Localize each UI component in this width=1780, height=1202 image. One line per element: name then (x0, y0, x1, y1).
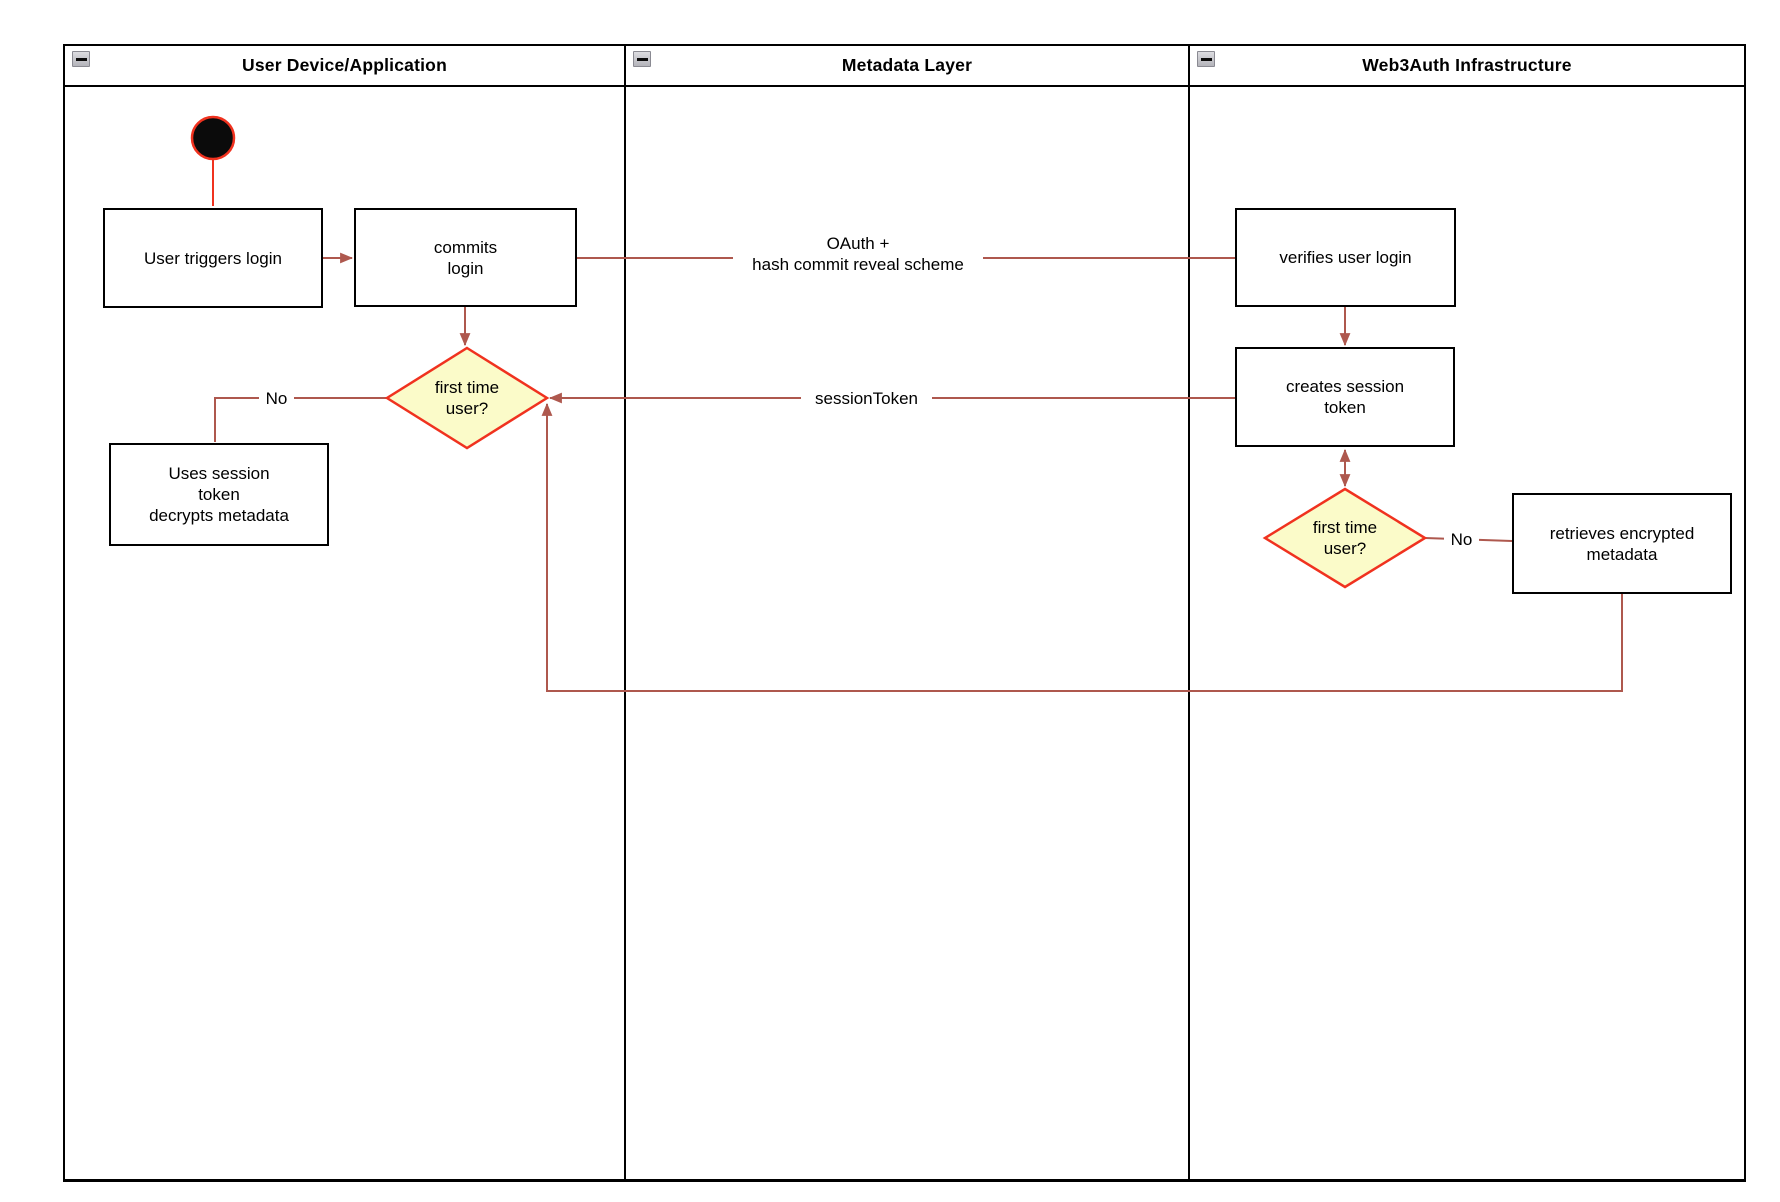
lane-header-metadata-layer[interactable]: Metadata Layer (626, 46, 1188, 87)
edge-retrieves-to-decision-feedback[interactable] (541, 402, 1623, 692)
lane-header-user-device[interactable]: User Device/Application (65, 46, 624, 87)
node-retrieves-encrypted-metadata[interactable]: retrieves encrypted metadata (1512, 493, 1732, 594)
lane-title: Web3Auth Infrastructure (1362, 55, 1572, 75)
edge-label-no-right[interactable]: No (1444, 529, 1479, 550)
node-commits-login[interactable]: commits login (354, 208, 577, 307)
node-verifies-user-login[interactable]: verifies user login (1235, 208, 1456, 307)
node-label: verifies user login (1279, 248, 1412, 267)
lane-title: User Device/Application (242, 55, 447, 75)
node-uses-session-token[interactable]: Uses session token decrypts metadata (109, 443, 329, 546)
lane-metadata-layer: Metadata Layer (626, 46, 1190, 1179)
edge-decision-no-to-uses-session[interactable] (214, 397, 387, 442)
lane-user-device: User Device/Application (65, 46, 626, 1179)
start-node[interactable] (190, 115, 236, 161)
node-creates-session-token[interactable]: creates session token (1235, 347, 1455, 447)
node-label: first time user? (434, 378, 500, 418)
collapse-lane-button[interactable] (1197, 51, 1215, 67)
node-label: first time user? (1312, 518, 1378, 558)
decision-label-first-time-user-2[interactable]: first time user? (1275, 508, 1415, 568)
lane-header-web3auth-infra[interactable]: Web3Auth Infrastructure (1190, 46, 1744, 87)
lane-web3auth-infra: Web3Auth Infrastructure (1190, 46, 1744, 1179)
node-label: creates session token (1285, 377, 1405, 417)
edge-label-session-token[interactable]: sessionToken (801, 388, 932, 409)
edge-label-oauth[interactable]: OAuth + hash commit reveal scheme (733, 233, 983, 275)
edge-label-no-left[interactable]: No (259, 388, 294, 409)
minus-icon (75, 57, 87, 61)
node-label: commits login (433, 237, 498, 278)
minus-icon (1200, 57, 1212, 61)
lane-title: Metadata Layer (841, 55, 973, 75)
node-label: Uses session token decrypts metadata (149, 464, 289, 525)
decision-diamond-first-time-user-1[interactable] (384, 346, 550, 450)
node-label: retrieves encrypted metadata (1549, 523, 1695, 564)
minus-icon (636, 57, 648, 61)
decision-label-first-time-user-1[interactable]: first time user? (397, 368, 537, 428)
decision-diamond-first-time-user-2[interactable] (1262, 487, 1428, 589)
collapse-lane-button[interactable] (633, 51, 651, 67)
node-label: User triggers login (144, 248, 282, 268)
node-user-triggers-login[interactable]: User triggers login (103, 208, 323, 308)
collapse-lane-button[interactable] (72, 51, 90, 67)
